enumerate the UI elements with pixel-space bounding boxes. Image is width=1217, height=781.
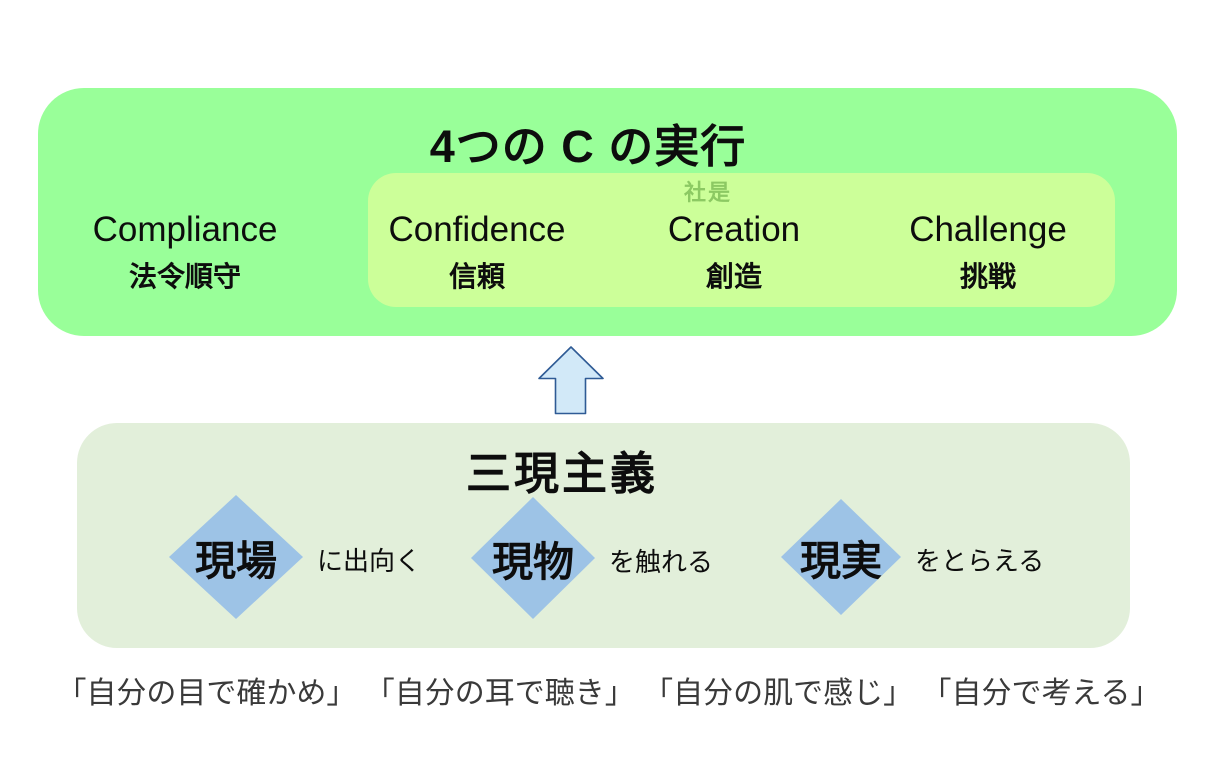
c-item-ja-label: 挑戦	[959, 260, 1016, 292]
diamond-shape: 現場	[169, 495, 303, 619]
c-item-en-label: Creation	[667, 210, 801, 249]
gen-item-genba: 現場 に出向く	[169, 495, 421, 619]
c-item-creation: Creation 創造	[609, 210, 859, 295]
diamond-shape: 現物	[471, 497, 595, 619]
four-c-box: 4つの C の実行 社是 Compliance 法令順守 Confidence …	[38, 88, 1177, 336]
gen-keyword: 現場	[195, 538, 277, 584]
gen-action-label: に出向く	[317, 545, 422, 576]
gen-item-genjitsu: 現実 をとらえる	[781, 499, 1044, 615]
gen-action-label: を触れる	[609, 546, 714, 577]
gen-keyword: 現実	[800, 538, 882, 584]
c-item-compliance: Compliance 法令順守	[60, 210, 310, 295]
sangen-box: 三現主義 現場 に出向く 現物 を触れる 現実 をとらえる	[77, 423, 1130, 648]
c-item-ja-label: 信頼	[448, 260, 505, 292]
motto-label: 社是	[684, 180, 733, 205]
four-c-title: 4つの C の実行	[429, 121, 747, 172]
company-motto-box: 社是	[368, 173, 1115, 307]
c-item-challenge: Challenge 挑戦	[863, 210, 1113, 295]
caption-quotes: 「自分の目で確かめ」 「自分の耳で聴き」 「自分の肌で感じ」 「自分で考える」	[56, 677, 1161, 710]
up-arrow-icon	[538, 346, 604, 415]
c-item-en-label: Challenge	[909, 210, 1067, 249]
diamond-shape: 現実	[781, 499, 901, 615]
c-item-ja-label: 法令順守	[128, 260, 241, 292]
c-item-ja-label: 創造	[705, 260, 762, 292]
c-item-en-label: Confidence	[388, 210, 566, 249]
c-item-confidence: Confidence 信頼	[352, 210, 602, 295]
gen-item-genbutsu: 現物 を触れる	[471, 497, 713, 619]
sangen-title: 三現主義	[465, 448, 658, 499]
gen-action-label: をとらえる	[915, 545, 1045, 576]
gen-keyword: 現物	[492, 539, 574, 585]
c-item-en-label: Compliance	[92, 210, 278, 249]
